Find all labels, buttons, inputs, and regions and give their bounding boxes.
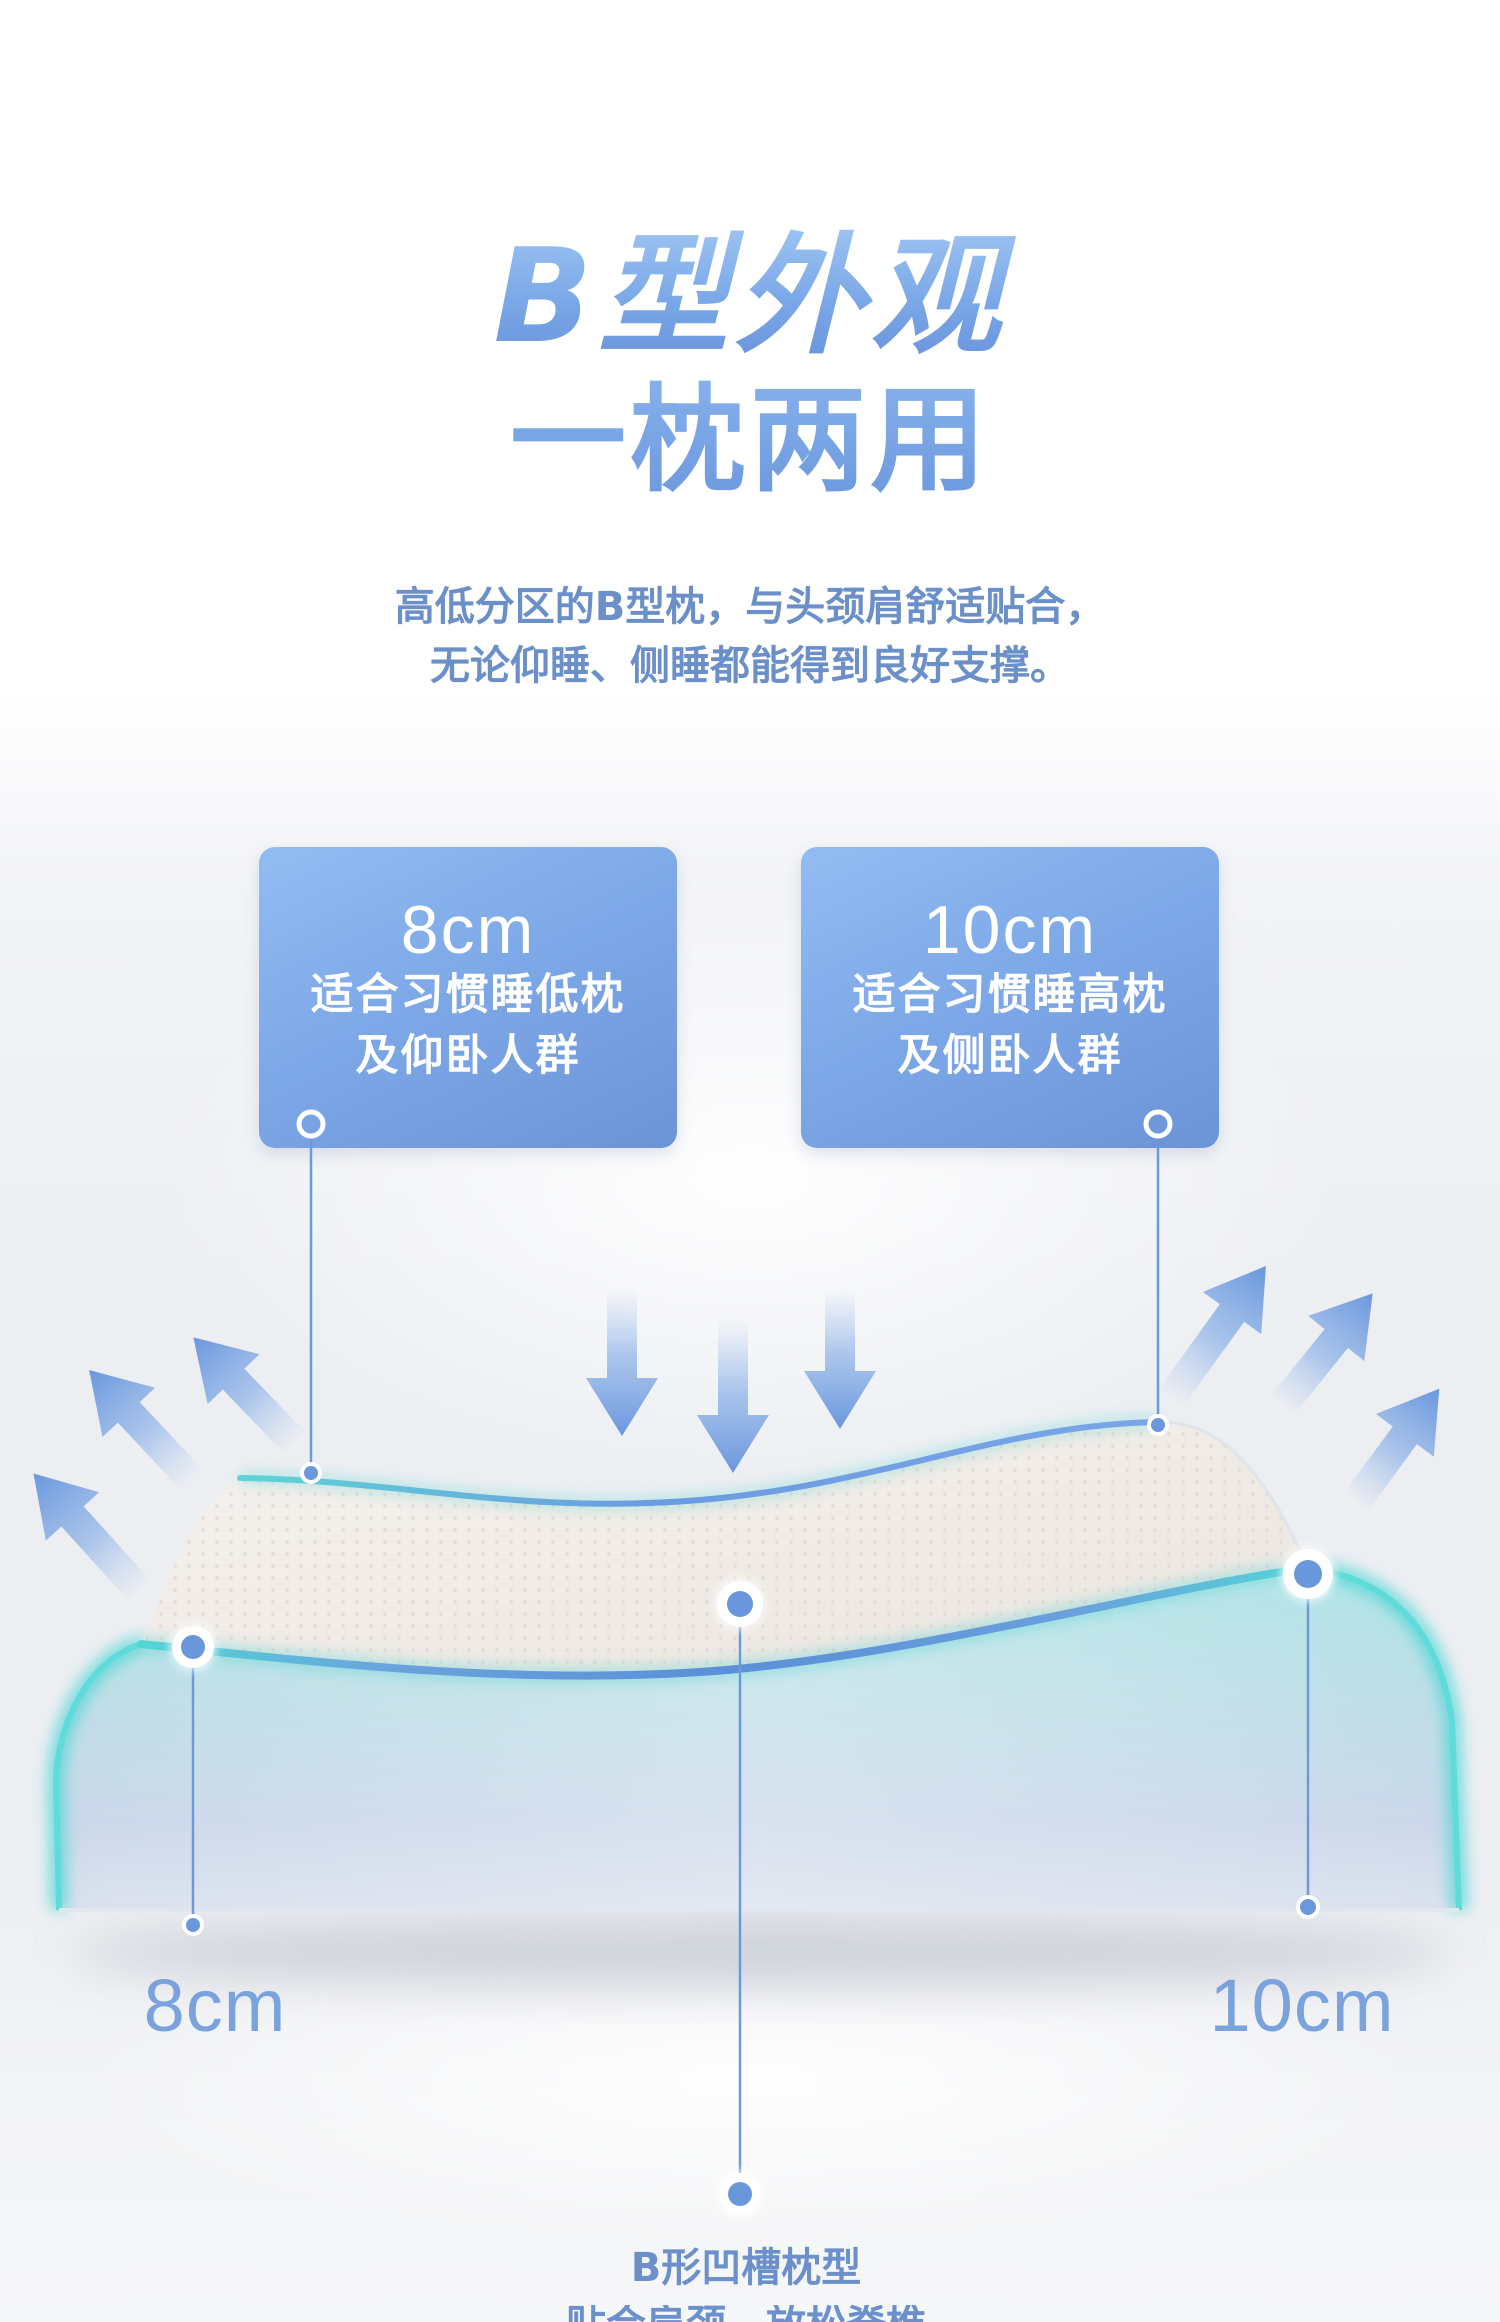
groove-feature-desc: 贴合肩颈，放松脊椎 (0, 2305, 1492, 2322)
marker-large-dot-icon (169, 1623, 217, 1671)
airflow-arrow-down-icon (804, 1288, 876, 1429)
airflow-arrow-up-right-icon (1342, 1388, 1440, 1512)
pillow-front-sheen (56, 1568, 1459, 1910)
description: 高低分区的B型枕，与头颈肩舒适贴合， 无论仰睡、侧睡都能得到良好支撑。 (0, 578, 1500, 696)
callout-low-side: 8cm 适合习惯睡低枕 及仰卧人群 (259, 847, 677, 1148)
pillow-top-surface (141, 1421, 1308, 1676)
page-title: B型外观 (0, 226, 1500, 366)
marker-dot-icon (1147, 1414, 1169, 1436)
marker-large-dot-icon (1280, 1546, 1336, 1602)
pillow-front-edge (137, 1564, 1312, 1680)
callout-low-line-2: 及仰卧人群 (355, 1031, 581, 1081)
groove-feature-desc-container: 贴合肩颈，放松脊椎 (0, 2305, 1492, 2322)
callout-high-line-2: 及侧卧人群 (897, 1031, 1123, 1081)
airflow-arrow-up-left-icon (193, 1337, 307, 1455)
pillow-edge-glow (46, 1559, 1468, 1911)
pillow-front-face (56, 1568, 1459, 1910)
marker-dot-icon (300, 1462, 322, 1484)
callout-low-line-1: 适合习惯睡低枕 (310, 970, 626, 1020)
pillow-back-edge (237, 1419, 1161, 1507)
airflow-arrow-up-right-icon (1157, 1265, 1266, 1408)
marker-large-dot-icon (714, 1578, 766, 1630)
airflow-arrow-up-right-icon (1269, 1293, 1373, 1417)
right-height-label: 10cm (1209, 1964, 1395, 2047)
description-line-1: 高低分区的B型枕，与头颈肩舒适贴合， (394, 584, 1106, 630)
marker-dot-icon (182, 1914, 204, 1936)
callout-high-height: 10cm (922, 892, 1098, 968)
description-line-2: 无论仰睡、侧睡都能得到良好支撑。 (430, 643, 1070, 689)
callout-low-height: 8cm (400, 892, 536, 968)
airflow-arrow-down-icon (697, 1318, 769, 1473)
airflow-arrow-up-left-icon (89, 1370, 204, 1492)
pillow-edge-line (52, 1565, 1462, 1911)
airflow-arrow-up-left-icon (33, 1473, 153, 1603)
page-subtitle-headline: 一枕两用 (0, 376, 1500, 506)
groove-feature-title: B形凹槽枕型 (630, 2245, 862, 2291)
pillow-side-edge (1157, 1420, 1310, 1569)
airflow-arrow-down-icon (586, 1288, 658, 1436)
marker-large-dot-icon (716, 2170, 764, 2218)
pillow-back-edge-glow (239, 1416, 1159, 1510)
callout-high-side: 10cm 适合习惯睡高枕 及侧卧人群 (801, 847, 1219, 1148)
pillow-front-edge-glow (140, 1560, 1310, 1684)
callout-high-line-1: 适合习惯睡高枕 (852, 970, 1168, 1020)
pillow-latex-texture (141, 1421, 1308, 1676)
marker-dot-icon (1296, 1895, 1320, 1919)
left-height-label: 8cm (143, 1964, 287, 2047)
